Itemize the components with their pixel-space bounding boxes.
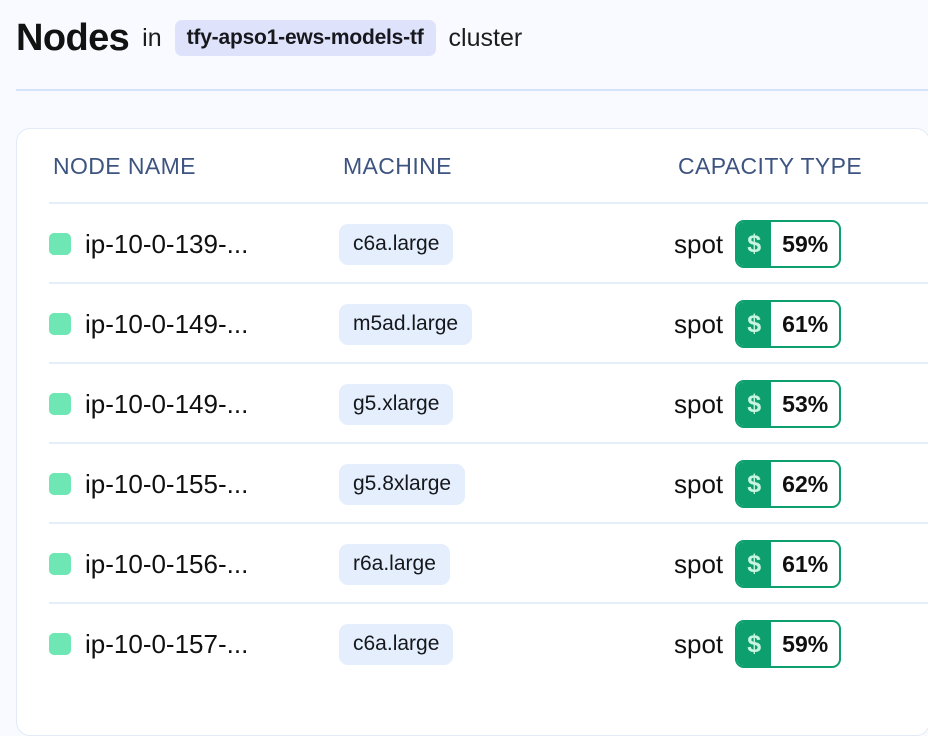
row-divider: [49, 282, 928, 284]
node-name-text: ip-10-0-139-...: [85, 229, 249, 259]
cell-node-name: ip-10-0-139-...: [49, 231, 339, 257]
table-row[interactable]: ip-10-0-149-... m5ad.large spot $ 61%: [17, 284, 928, 364]
cell-machine: g5.8xlarge: [339, 463, 674, 505]
capacity-type-text: spot: [674, 389, 724, 419]
machine-type-chip: r6a.large: [339, 543, 450, 585]
cell-machine: g5.xlarge: [339, 383, 674, 425]
cell-node-name: ip-10-0-149-...: [49, 311, 339, 337]
node-name-text: ip-10-0-149-...: [85, 389, 249, 419]
machine-type-chip: m5ad.large: [339, 303, 473, 345]
status-indicator-icon: [49, 313, 71, 335]
savings-percent-text: 53%: [782, 390, 829, 417]
cell-capacity-type: spot $ 59%: [674, 220, 842, 268]
node-name-text: ip-10-0-149-...: [85, 309, 249, 339]
cell-capacity-type: spot $ 59%: [674, 620, 842, 668]
nodes-table: NODE NAME MACHINE CAPACITY TYPE ip-10-0-…: [17, 129, 928, 684]
dollar-icon: $: [737, 302, 772, 346]
status-indicator-icon: [49, 633, 71, 655]
table-row[interactable]: ip-10-0-155-... g5.8xlarge spot $ 62%: [17, 444, 928, 524]
savings-badge: $ 59%: [735, 620, 842, 668]
node-name-text: ip-10-0-155-...: [85, 469, 249, 499]
table-row[interactable]: ip-10-0-149-... g5.xlarge spot $ 53%: [17, 364, 928, 444]
capacity-type-text: spot: [674, 229, 724, 259]
capacity-type-text: spot: [674, 469, 724, 499]
header-row-divider: [49, 202, 928, 204]
column-header-node-name[interactable]: NODE NAME: [49, 155, 343, 178]
cell-node-name: ip-10-0-156-...: [49, 551, 339, 577]
status-indicator-icon: [49, 393, 71, 415]
cell-capacity-type: spot $ 61%: [674, 540, 842, 588]
savings-badge: $ 62%: [735, 460, 842, 508]
savings-badge: $ 61%: [735, 300, 842, 348]
dollar-icon: $: [737, 382, 772, 426]
node-name-text: ip-10-0-157-...: [85, 629, 249, 659]
page-title: Nodes: [16, 17, 130, 59]
node-name-text: ip-10-0-156-...: [85, 549, 249, 579]
cell-capacity-type: spot $ 62%: [674, 460, 842, 508]
machine-type-chip: c6a.large: [339, 623, 454, 665]
column-header-machine[interactable]: MACHINE: [343, 152, 678, 179]
row-divider: [49, 522, 928, 524]
dollar-icon: $: [737, 542, 772, 586]
cell-machine: c6a.large: [339, 223, 674, 265]
cell-node-name: ip-10-0-155-...: [49, 471, 339, 497]
cell-machine: c6a.large: [339, 623, 674, 665]
cell-capacity-type: spot $ 61%: [674, 300, 842, 348]
column-header-capacity-type[interactable]: CAPACITY TYPE: [678, 155, 862, 178]
cell-machine: r6a.large: [339, 543, 674, 585]
column-header-machine-label: MACHINE: [343, 152, 452, 179]
column-header-capacity-type-label: CAPACITY TYPE: [678, 153, 863, 179]
machine-type-chip: g5.xlarge: [339, 383, 454, 425]
cluster-name-chip[interactable]: tfy-apso1-ews-models-tf: [174, 20, 436, 56]
status-indicator-icon: [49, 233, 71, 255]
cell-machine: m5ad.large: [339, 303, 674, 345]
capacity-type-text: spot: [674, 629, 724, 659]
capacity-type-text: spot: [674, 309, 724, 339]
title-suffix: cluster: [448, 23, 523, 52]
title-conjunction: in: [142, 23, 162, 52]
nodes-card: NODE NAME MACHINE CAPACITY TYPE ip-10-0-…: [16, 128, 928, 736]
header-divider: [16, 89, 928, 91]
savings-percent-text: 61%: [782, 310, 829, 337]
cell-capacity-type: spot $ 53%: [674, 380, 842, 428]
dollar-icon: $: [737, 622, 772, 666]
table-header-row: NODE NAME MACHINE CAPACITY TYPE: [17, 129, 928, 204]
status-indicator-icon: [49, 473, 71, 495]
status-indicator-icon: [49, 553, 71, 575]
savings-badge: $ 59%: [735, 220, 842, 268]
capacity-type-text: spot: [674, 549, 724, 579]
machine-type-chip: g5.8xlarge: [339, 463, 466, 505]
page-header: Nodes in tfy-apso1-ews-models-tf cluster: [0, 0, 928, 62]
savings-badge: $ 61%: [735, 540, 842, 588]
row-divider: [49, 602, 928, 604]
savings-percent-text: 61%: [782, 550, 829, 577]
savings-badge: $ 53%: [735, 380, 842, 428]
row-divider: [49, 362, 928, 364]
row-divider: [49, 442, 928, 444]
column-header-node-name-label: NODE NAME: [53, 153, 196, 179]
savings-percent-text: 62%: [782, 470, 829, 497]
table-row[interactable]: ip-10-0-157-... c6a.large spot $ 59%: [17, 604, 928, 684]
table-row[interactable]: ip-10-0-156-... r6a.large spot $ 61%: [17, 524, 928, 604]
dollar-icon: $: [737, 462, 772, 506]
cell-node-name: ip-10-0-149-...: [49, 391, 339, 417]
cell-node-name: ip-10-0-157-...: [49, 631, 339, 657]
savings-percent-text: 59%: [782, 230, 829, 257]
savings-percent-text: 59%: [782, 630, 829, 657]
dollar-icon: $: [737, 222, 772, 266]
table-row[interactable]: ip-10-0-139-... c6a.large spot $ 59%: [17, 204, 928, 284]
machine-type-chip: c6a.large: [339, 223, 454, 265]
